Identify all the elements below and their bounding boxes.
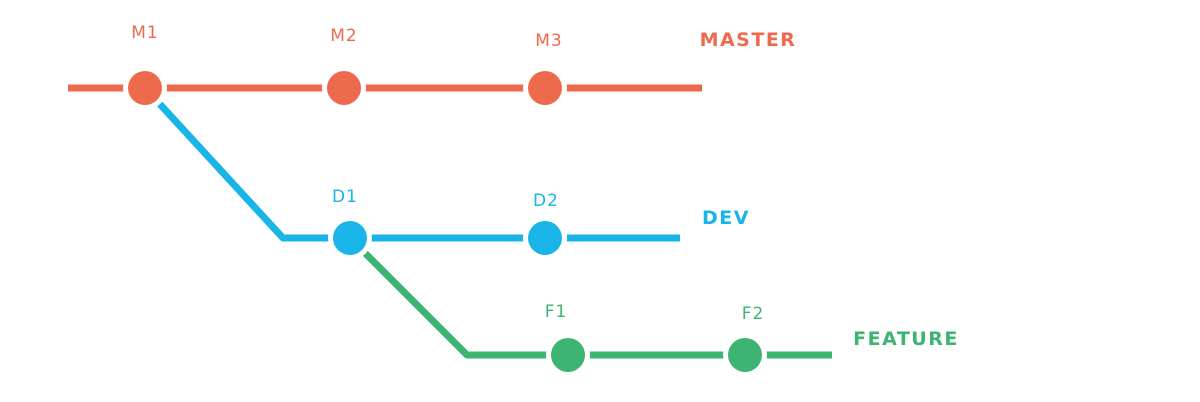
commit-node-d2: [528, 221, 562, 255]
commit-label-f2: F2: [741, 304, 765, 324]
commit-label-d2: D2: [533, 191, 559, 211]
commit-node-m2: [327, 71, 361, 105]
commit-label-f1: F1: [544, 302, 568, 322]
dev-branch-line: [142, 85, 680, 242]
commit-node-m3: [528, 71, 562, 105]
commit-node-f1: [551, 338, 585, 372]
commit-node-m1: [128, 71, 162, 105]
branch-label-feature: FEATURE: [853, 328, 959, 350]
feature-branch-line: [347, 235, 832, 359]
commit-node-d1: [333, 221, 367, 255]
commit-node-f2: [728, 338, 762, 372]
branch-label-master: MASTER: [699, 29, 797, 51]
commit-label-m2: M2: [330, 26, 358, 46]
branch-label-dev: DEV: [702, 207, 750, 229]
commit-label-d1: D1: [332, 187, 358, 207]
commit-label-m1: M1: [131, 23, 159, 43]
commit-label-m3: M3: [535, 31, 563, 51]
